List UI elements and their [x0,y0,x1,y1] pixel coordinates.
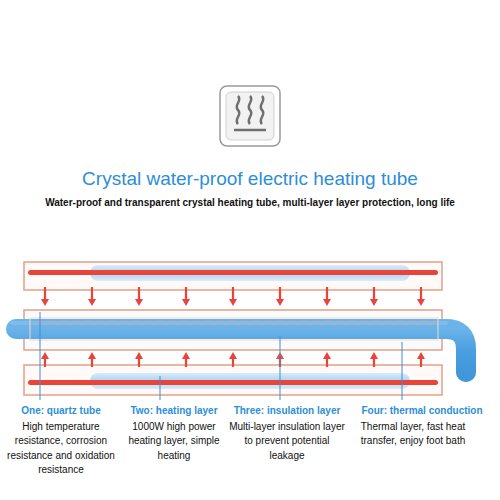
arrow-head [88,299,96,306]
heating-wire [34,321,436,325]
part-name-box: Two: heating layer [122,404,226,419]
arrow-head [370,352,378,359]
title-box: Crystal water-proof electric heating tub… [0,168,500,190]
heat-arrow [185,287,187,300]
heat-arrow [91,287,93,300]
arrow-head [276,299,284,306]
heat-arrow [44,358,46,367]
arrow-head [229,299,237,306]
upper-heater [24,262,442,290]
subtitle: Water-proof and transparent crystal heat… [45,197,455,208]
lower-heater [24,365,442,395]
part-name: Three: insulation layer [234,405,341,416]
arrow-head [323,299,331,306]
part-description-box: 1000W high power heating layer, simple h… [122,420,226,464]
heat-arrow [373,358,375,367]
part-description-box: Multi-layer insulation layer to prevent … [228,420,346,464]
heat-arrow [326,287,328,300]
arrow-head [41,352,49,359]
part-name: Two: heating layer [130,405,217,416]
heat-arrow [420,358,422,367]
heat-icon [220,86,280,146]
part-name-box: Four: thermal conduction [348,404,496,419]
arrow-head [417,299,425,306]
heat-arrow [91,358,93,367]
part-description-box: Thermal layer, fast heat transfer, enjoy… [348,420,478,449]
arrow-head [88,352,96,359]
heat-arrows [41,287,425,367]
heat-arrow [373,287,375,300]
quartz-tube [12,310,466,372]
heat-arrow [232,287,234,300]
heat-arrow [138,358,140,367]
arrow-head [229,352,237,359]
arrow-head [182,299,190,306]
part-description: Multi-layer insulation layer to prevent … [229,421,345,461]
heat-arrow [138,287,140,300]
title: Crystal water-proof electric heating tub… [82,168,418,189]
part-name: One: quartz tube [21,405,100,416]
arrow-head [135,352,143,359]
heat-arrow [185,358,187,367]
part-description: 1000W high power heating layer, simple h… [128,421,219,461]
subtitle-box: Water-proof and transparent crystal heat… [4,196,496,211]
part-name-box: Three: insulation layer [228,404,346,419]
part-description: Thermal layer, fast heat transfer, enjoy… [361,421,466,447]
part-description: High temperature resistance, corrosion r… [7,421,115,476]
arrow-head [135,299,143,306]
part-name: Four: thermal conduction [361,405,482,416]
arrow-head [41,299,49,306]
part-name-box: One: quartz tube [2,404,120,419]
heat-arrow [279,287,281,300]
leader-lines [40,312,402,400]
heat-arrow [44,287,46,300]
heat-arrow [232,358,234,367]
heat-arrow [420,287,422,300]
heat-arrow [326,358,328,367]
arrow-head [417,352,425,359]
arrow-head [370,299,378,306]
arrow-head [323,352,331,359]
arrow-head [182,352,190,359]
part-description-box: High temperature resistance, corrosion r… [2,420,120,478]
